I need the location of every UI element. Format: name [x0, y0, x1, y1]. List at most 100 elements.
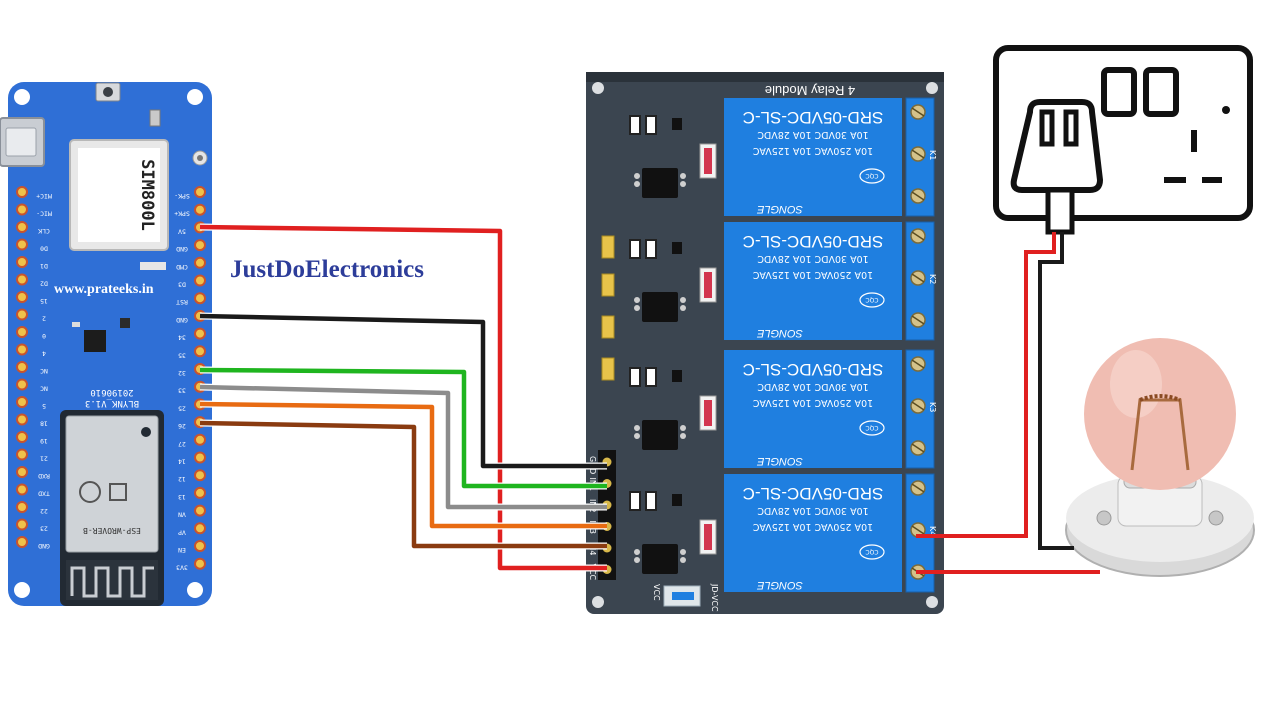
- esp-left-pin: [16, 431, 28, 443]
- transistor: [672, 370, 682, 382]
- transistor: [672, 118, 682, 130]
- pcb-antenna: [66, 560, 158, 600]
- esp-right-pin: [194, 469, 206, 482]
- cqc-logo-icon: [859, 168, 885, 184]
- esp32-board: SIM800L 20190610 BLYNK_V1.3 ESP-WROVER-B: [0, 82, 212, 606]
- relay-rating-dc: 10A 30VDC 10A 28VDC: [757, 129, 869, 140]
- esp-left-pin-label: 5: [42, 402, 46, 410]
- esp-left-pin: [16, 413, 28, 426]
- relay-cert-label: CQC: [865, 296, 878, 303]
- cqc-logo-icon: [859, 292, 885, 308]
- cert-logo-icon: [79, 481, 127, 503]
- esp-right-pin-label: 25: [178, 404, 186, 412]
- esp-right-pin: [194, 522, 206, 535]
- power-led: [601, 315, 615, 339]
- esp-right-pin: [194, 186, 206, 198]
- esp-left-pin-label: NC: [40, 385, 48, 393]
- smd-resistor: [645, 491, 657, 511]
- mains-wires: [916, 232, 1100, 574]
- esp-left-pin-label: 4: [42, 350, 46, 358]
- relay-rating-dc: 10A 30VDC 10A 28VDC: [757, 505, 869, 516]
- esp-right-pin-label: EN: [178, 546, 186, 554]
- esp-right-pin: [194, 256, 206, 269]
- in2-wire: [199, 384, 607, 510]
- esp-right-pin-label: VP: [178, 528, 186, 536]
- esp-right-pin: [194, 557, 206, 570]
- terminal-label: K2: [928, 274, 937, 284]
- optocoupler: [642, 168, 678, 198]
- esp-left-pin: [16, 221, 28, 233]
- optocoupler: [642, 544, 678, 574]
- esp-left-pin-label: GND: [38, 542, 50, 550]
- esp-right-pin: [194, 239, 206, 252]
- esp-right-pin: [194, 451, 206, 464]
- esp-right-pin-label: 3V3: [176, 564, 188, 572]
- esp-right-pin: [194, 292, 206, 305]
- esp-right-pin-label: VN: [178, 511, 186, 519]
- esp-left-pin: [16, 378, 28, 391]
- esp-left-pin-label: CLK: [38, 227, 50, 235]
- smd-resistor: [645, 239, 657, 259]
- esp-right-pin-label: 13: [178, 493, 186, 501]
- esp-left-pin-label: 18: [40, 420, 48, 428]
- esp-left-pin-label: 23: [40, 525, 48, 533]
- smd-resistor: [629, 491, 641, 511]
- in3-wire: [199, 401, 607, 529]
- esp-right-pin-label: GND: [176, 245, 188, 253]
- transistor: [672, 494, 682, 506]
- power-led: [601, 235, 615, 259]
- esp-left-pin: [16, 536, 28, 548]
- esp-right-pin: [194, 203, 206, 216]
- smd-resistor: [629, 239, 641, 259]
- relay-body: [724, 222, 902, 340]
- esp-left-pin: [16, 343, 28, 356]
- esp-right-pin-label: D3: [178, 281, 186, 289]
- relay-model-label: SRD-05VDC-SL-C: [743, 232, 884, 251]
- optocoupler: [642, 420, 678, 450]
- esp-left-pin: [16, 186, 28, 198]
- relay-cert-label: CQC: [865, 548, 878, 555]
- esp-left-pin: [16, 518, 28, 531]
- esp-right-pin-label: 34: [178, 334, 186, 342]
- brand-label: JustDoElectronics: [230, 256, 424, 283]
- esp-left-pin-label: RXD: [38, 472, 50, 480]
- jumper-label-jdvcc: JD-VCC: [710, 583, 719, 612]
- esp-left-pin-label: 21: [40, 455, 48, 463]
- relay-body: [724, 474, 902, 592]
- relay-model-label: SRD-05VDC-SL-C: [743, 484, 884, 503]
- esp-right-pin-label: RST: [176, 298, 188, 306]
- terminal-label: K4: [928, 526, 937, 536]
- relay-body: [724, 98, 902, 216]
- reset-button-part: [95, 82, 121, 102]
- esp-right-pin-label: 12: [178, 475, 186, 483]
- sim-module-label: SIM800L: [137, 159, 157, 231]
- relay-cert-label: CQC: [865, 424, 878, 431]
- esp-right-pin-label: 14: [178, 458, 186, 466]
- signal-wires: [199, 223, 607, 572]
- esp-left-pin: [16, 396, 28, 408]
- gnd-wire: [199, 313, 607, 469]
- relay-header-label: VCC: [588, 564, 597, 581]
- cqc-logo-icon: [859, 420, 885, 436]
- esp-left-pin-label: D0: [40, 245, 48, 253]
- vcc-wire: [199, 224, 607, 571]
- esp-wrover-module: ESP-WROVER-B: [60, 410, 164, 606]
- esp-right-pin-label: 26: [178, 422, 186, 430]
- esp-left-pin: [16, 238, 28, 251]
- relay-model-label: SRD-05VDC-SL-C: [743, 360, 884, 379]
- relay-rating-dc: 10A 30VDC 10A 28VDC: [757, 253, 869, 264]
- esp-left-pin: [16, 466, 28, 478]
- esp-left-pin-label: 19: [40, 437, 48, 445]
- esp-left-pin: [16, 361, 28, 373]
- board-version: BLYNK_V1.3: [85, 398, 139, 408]
- esp-left-pin-label: MIC-: [36, 210, 52, 218]
- smd-resistor: [629, 367, 641, 387]
- esp-left-pin: [16, 273, 28, 286]
- esp-left-pin-label: 2: [42, 315, 46, 323]
- esp-right-pin: [194, 486, 206, 499]
